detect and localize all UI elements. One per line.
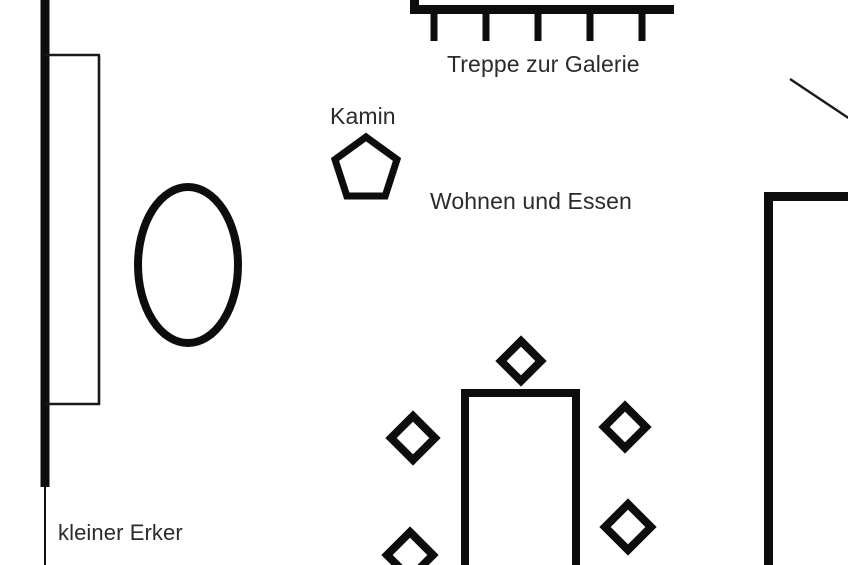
chair-right-lower: [599, 498, 657, 556]
chair-right-upper: [598, 400, 652, 454]
label-treppe-zur-galerie: Treppe zur Galerie: [447, 51, 640, 77]
diagonal-guide-line: [789, 78, 848, 120]
label-kamin: Kamin: [330, 103, 396, 129]
staircase-group: [410, 0, 674, 41]
label-wohnen-und-essen: Wohnen und Essen: [430, 188, 632, 214]
dining-table: [461, 389, 580, 565]
chair-top: [495, 335, 547, 387]
spiral-stair-oval-icon: [134, 183, 242, 347]
chairs-group: [381, 335, 657, 565]
chair-left-upper: [385, 410, 441, 466]
right-wall-group: [764, 192, 848, 565]
fireplace-pentagon-icon: [330, 132, 402, 200]
label-kleiner-erker: kleiner Erker: [58, 520, 183, 545]
bay-window-outline: [45, 53, 101, 406]
chair-left-lower: [381, 526, 439, 565]
